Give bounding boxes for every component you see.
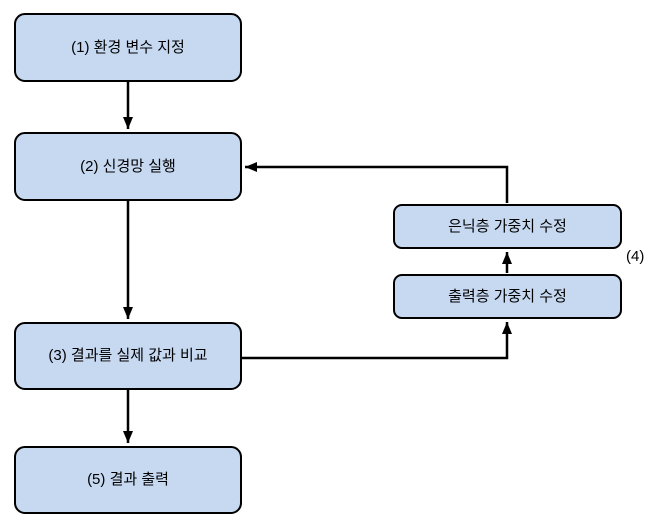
node-env-vars-label: (1) 환경 변수 지정 [71, 38, 185, 56]
node-compare-results: (3) 결과를 실제 값과 비교 [14, 322, 242, 390]
step4-annotation: (4) [626, 248, 645, 265]
node-output-results-label: (5) 결과 출력 [87, 471, 169, 488]
node-output-layer-weights-label: 출력층 가중치 수정 [448, 287, 567, 305]
node-run-network: (2) 신경망 실행 [14, 132, 242, 201]
node-compare-results-label: (3) 결과를 실제 값과 비교 [48, 347, 208, 364]
node-output-layer-weights: 출력층 가중치 수정 [393, 274, 622, 319]
node-env-vars: (1) 환경 변수 지정 [14, 13, 242, 82]
connector-compare-to-output-weights [242, 322, 512, 360]
connector-hidden-weights-to-run [245, 162, 509, 203]
node-hidden-layer-weights: 은닉층 가중치 수정 [393, 204, 622, 249]
node-hidden-layer-weights-label: 은닉층 가중치 수정 [448, 217, 567, 235]
node-run-network-label: (2) 신경망 실행 [80, 157, 176, 175]
node-output-results: (5) 결과 출력 [14, 446, 242, 514]
